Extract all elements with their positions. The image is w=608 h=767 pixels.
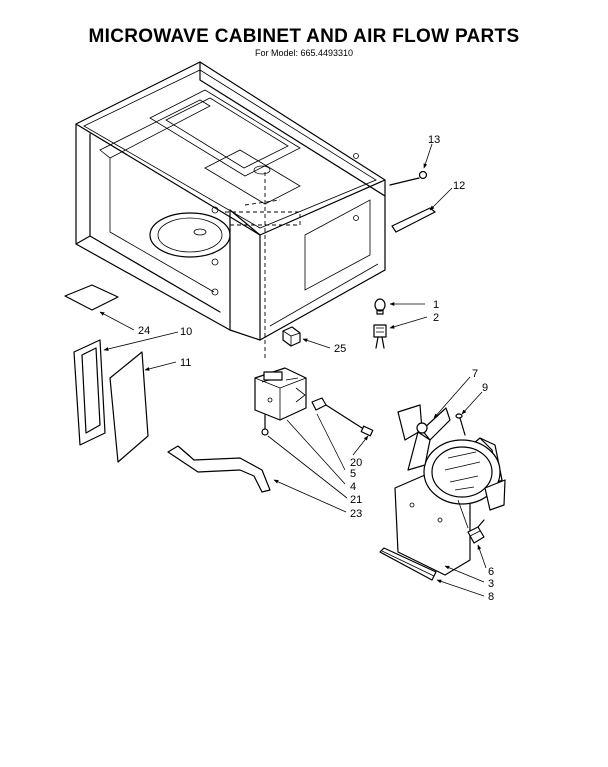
part-12-bar [391,207,436,233]
label-24: 24 [138,325,150,337]
label-8: 8 [488,591,494,603]
part-23-air-duct [167,445,271,493]
microwave-cabinet [75,61,386,360]
part-2-lamp-socket [373,324,387,349]
label-7: 7 [472,368,478,380]
model-number: For Model: 665.4493310 [254,48,354,58]
part-20-connector [360,425,374,437]
label-20: 20 [350,457,362,469]
part-24-pad [64,284,119,311]
label-10: 10 [180,326,192,338]
part-11-panel [109,351,149,463]
label-13: 13 [428,134,440,146]
label-23: 23 [350,508,362,520]
part-5-thermal-switch [311,397,363,429]
part-13-screw [389,170,428,186]
part-4-magnetron [254,367,307,436]
label-11: 11 [180,357,191,369]
diagram-title: MICROWAVE CABINET AND AIR FLOW PARTS [88,26,520,47]
label-1: 1 [433,299,439,311]
label-3: 3 [488,578,494,590]
label-4: 4 [350,481,356,493]
fan-assembly [394,404,506,576]
label-12: 12 [453,180,465,192]
label-25: 25 [334,343,346,355]
label-21: 21 [350,494,362,506]
part-labels: 13 12 1 2 24 10 11 25 7 9 20 5 4 21 23 6… [138,134,494,603]
part-1-lamp [374,298,386,315]
label-5: 5 [350,468,356,480]
label-6: 6 [488,566,494,578]
label-2: 2 [433,312,439,324]
part-8-filter [379,547,437,581]
part-10-frame [73,339,106,446]
part-25-block [282,326,301,347]
label-9: 9 [482,382,488,394]
